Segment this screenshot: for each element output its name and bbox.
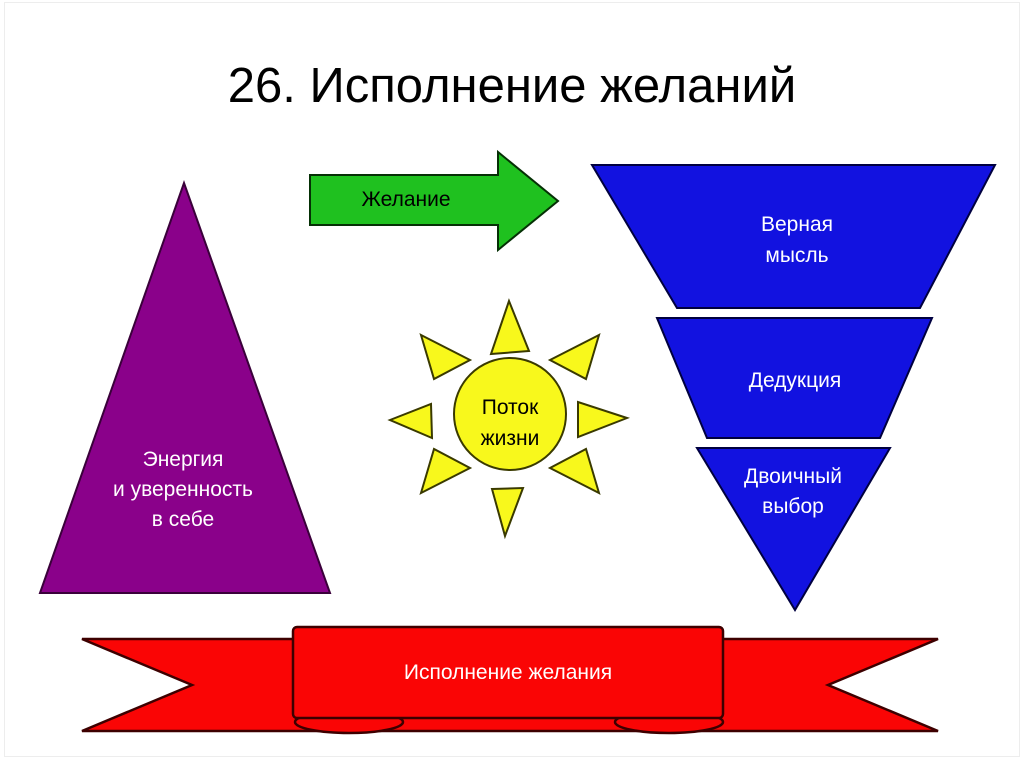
sun-ray-right (577, 400, 630, 439)
funnel-segment-3-label: Двоичный выбор (744, 465, 842, 518)
funnel-segment-2-shape (655, 317, 934, 439)
energy-triangle-label: Энергия и уверенность в себе (113, 448, 253, 531)
sun-ray-lower-left (419, 447, 473, 495)
funnel-segment-2-label: Дедукция (748, 369, 842, 392)
sun-rays (387, 298, 630, 540)
sun-ray-lower-right (547, 447, 601, 495)
sun-ray-top (489, 298, 531, 356)
sun-ray-bottom (490, 486, 525, 540)
ribbon-front-panel (291, 625, 725, 720)
sun-ray-upper-left (419, 333, 473, 381)
funnel-segment-1-label: Верная мысль (760, 213, 833, 267)
ribbon-label: Исполнение желания (403, 660, 613, 684)
energy-triangle-shape (38, 180, 332, 594)
sun-circle (453, 357, 567, 471)
desire-arrow-label: Желание (361, 188, 451, 211)
funnel-segment-3-shape (695, 447, 892, 612)
desire-arrow-shape (309, 149, 560, 253)
sun-label: Поток жизни (480, 396, 540, 450)
sun-ray-left (387, 402, 434, 440)
ribbon-banner (81, 625, 939, 735)
sun-ray-upper-right (547, 333, 601, 381)
funnel-segment-1-shape (590, 164, 997, 309)
slide-title: 26. Исполнение желаний (227, 59, 797, 113)
